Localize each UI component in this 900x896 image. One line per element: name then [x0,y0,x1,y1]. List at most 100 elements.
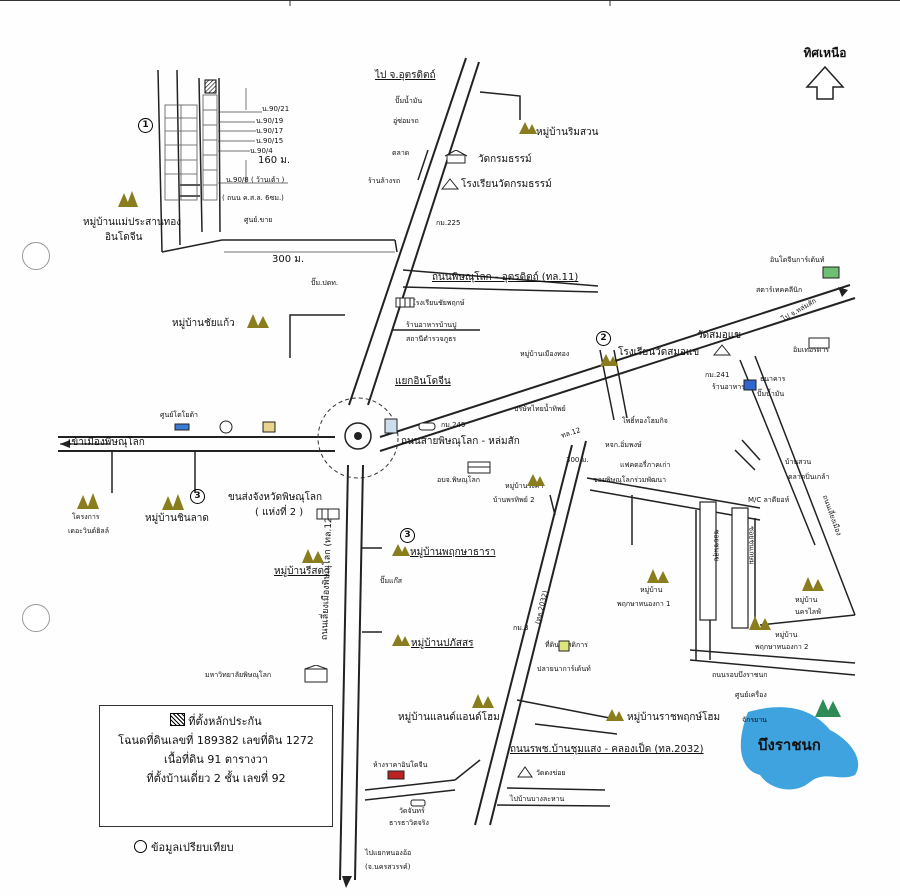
place-startech: สตาร์เทคคลีนิก [756,286,803,294]
place-wat-kromadharma: วัดกรมธรรม์ [478,154,532,165]
place-soi-phuem: ซอยพิษณุโลกร่วมพัฒนา [593,476,667,484]
place-shop-ban: หจก.อิ่มพงษ์ [605,441,642,449]
village-tree-icon [527,474,545,486]
punch-hole-top [22,242,50,270]
lot-label: น.90/4 [250,147,273,155]
circle-icon [134,840,147,853]
place-market: ตลาด [392,149,410,157]
place-school-samo-khae: โรงเรียนวัดสมอแข [618,347,700,358]
lot-label: น.90/21 [262,105,290,113]
place-ban-pruksa-2: หมู่บ้าน [775,631,798,639]
soi-box-left [699,501,717,621]
store-icon [262,421,276,433]
place-bus-terminal-2: ( แห่งที่ 2 ) [255,507,304,518]
place-university: มหาวิทยาลัยพิษณุโลก [205,671,272,679]
legend-line-2: เนื้อที่ดิน 91 ตารางวา [164,753,268,766]
lake-bueng-rachanok [740,707,859,790]
road-ban-khlong: ถนนรพช.บ้านชุมแสง - คลองเป็ด (ทล.2032) [510,744,704,755]
road-to-nakhonsawan-2: (จ.นครสวรรค์) [365,863,411,871]
road-to-city: เข้าเมืองพิษณุโลก [68,437,145,448]
soi-right-label: ซอยชนเกษม [747,526,756,565]
place-ban-pruksa-1b: พฤกษาหนองกา 1 [617,600,671,608]
north-label: ทิศเหนือ [803,46,847,60]
shop-icon [387,770,405,780]
village-tree-icon [606,709,624,721]
road-phitsanulok-uttaradit: ถนนพิษณุโลก - อุตรดิตถ์ (ทล.11) [432,272,579,283]
legend-line-3: ที่ตั้งบ้านเดี่ยว 2 ชั้น เลขที่ 92 [146,772,286,785]
garden-icon [822,266,840,279]
village-tree-icon [118,191,138,207]
place-prasert: โครงการ [72,513,100,521]
school-icon [440,178,460,190]
place-ban-rattana: หมู่บ้านพฤกษาธารา [410,547,496,558]
place-bus-terminal: ขนส่งจังหวัดพิษณุโลก [228,492,323,503]
legend-box: ที่ตั้งหลักประกัน โฉนดที่ดินเลขที่ 18938… [99,705,333,827]
temple-icon [517,766,533,778]
indochina-intersection: แยกอินโดจีน [395,376,451,387]
village-tree-icon [802,577,824,591]
punch-hole-bottom [22,604,50,632]
place-wat-chan: วัดจันทร์ [399,807,425,815]
road-to-nakhonsawan: ไปแยกหนองอ้อ [365,849,412,857]
place-pran-laem: โพธิ์ทองโฮมกิจ [622,417,668,425]
place-gas-bangchak: ปั๊มแก๊ส [380,577,403,585]
place-noodle: ร้านอาหารบ้านปู [406,321,457,329]
place-ban-nakhon: หมู่บ้าน [795,596,818,604]
place-ban-chinlat: หมู่บ้านชินลาด [145,513,209,524]
place-ban-rim-suan: หมู่บ้านริมสวน [536,127,599,138]
place-ban-maeprasuean: หมู่บ้านแม่ประสานทอง [83,217,182,228]
inset-block [157,69,398,253]
place-market-se: ตลาดปิ่นเกล้า [788,473,830,481]
temple-icon [444,150,468,164]
car-icon [410,799,426,807]
village-tree-icon [392,634,410,646]
legend-title: ที่ตั้งหลักประกัน [188,715,262,728]
inset-road: ( ถนน ค.ส.ล. 6ซม.) [222,194,284,202]
fuel-icon [384,418,398,434]
marker-3: 3 [190,489,205,504]
inset-pointers [218,88,395,253]
place-ban-pruksa-2b: พฤกษาหนองกา 2 [755,643,809,651]
plant-icon [558,640,570,652]
university-icon [304,665,328,683]
place-wat-samo-khae: วัดสมอแข [697,330,742,341]
km3-label: กม.3 [513,624,529,632]
park-icon [815,699,841,717]
intersection-zone [317,397,399,479]
highway-126 [339,464,364,881]
inset-junction: ศูนย์.ขาย [244,216,273,224]
arrow-south [342,876,352,888]
lot-label: น.90/8 ( ว้านเต้า ) [226,176,285,184]
km249-label: กม.249 [441,421,466,429]
office-building-icon [467,461,491,474]
m300-label: 300 ม. [566,456,589,464]
village-tree-icon [247,314,269,328]
place-plant: ปลายนาการ์เด้นท์ [537,665,591,673]
place-bank: ธนาคาร [760,375,786,383]
village-tree-icon [302,549,324,563]
bus-icon [316,508,340,520]
circle-note: ข้อมูลเปรียบเทียบ [134,838,234,856]
place-ban-rithea: หมู่บ้านรีสตา [274,566,330,577]
soi-left-label: ซอยชนสุข [712,529,721,562]
arrow-head-lomsak [838,287,848,297]
place-service: ศูนย์เครื่อง [735,691,767,699]
collateral-lot [204,79,217,94]
village-tree-icon [519,122,537,134]
place-gas: ปั๊มน้ำมัน [395,97,423,105]
village-tree-icon [392,544,410,556]
place-ban-nakhon-2: นครไลฟ์ [795,608,821,616]
place-garage: อู่ซ่อมรถ [393,117,419,125]
roundabout-center [354,432,362,440]
village-tree-icon [749,616,771,630]
temple-icon [712,344,732,356]
place-school-kromadharma: โรงเรียนวัดกรมธรรม์ [461,179,552,190]
village-tree-icon [600,354,618,366]
place-wat-chon: วัดดงข่อย [536,769,566,777]
place-prasert-2: เดอะวินด์ฮิลล์ [68,527,110,535]
place-pt-station: ปั๊ม.ปตท. [311,279,339,287]
place-police: สถานีตำรวจภูธร [406,335,457,343]
place-company-ktv: บริษัทไทยน้ำทิพย์ [514,405,566,413]
